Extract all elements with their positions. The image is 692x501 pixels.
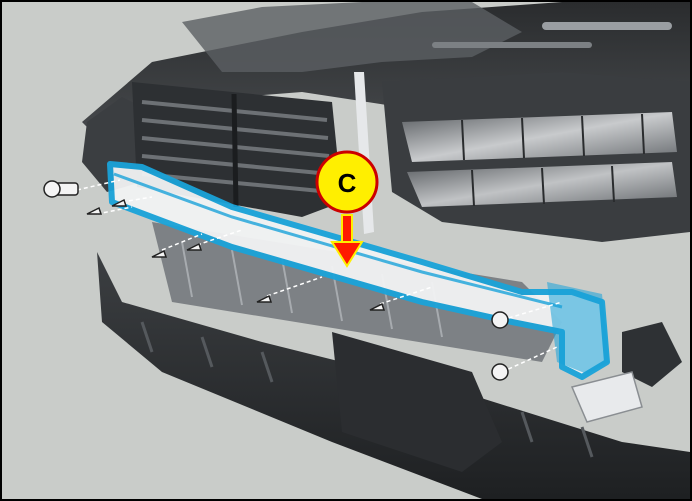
engine-components <box>182 2 522 72</box>
bumper-beam-highlight <box>107 161 610 380</box>
horn <box>622 322 682 387</box>
callout-arrow-down-icon <box>330 214 364 268</box>
bolt-icons <box>43 180 509 381</box>
hose-highlight <box>542 22 672 30</box>
callout-badge <box>315 150 379 214</box>
callout-label: C <box>338 168 357 198</box>
mounting-bolts <box>76 179 563 373</box>
connector <box>570 371 643 423</box>
lower-air-duct <box>332 332 502 472</box>
callout-c: C <box>315 150 379 268</box>
headlamp <box>382 72 690 242</box>
radiator <box>152 222 562 362</box>
